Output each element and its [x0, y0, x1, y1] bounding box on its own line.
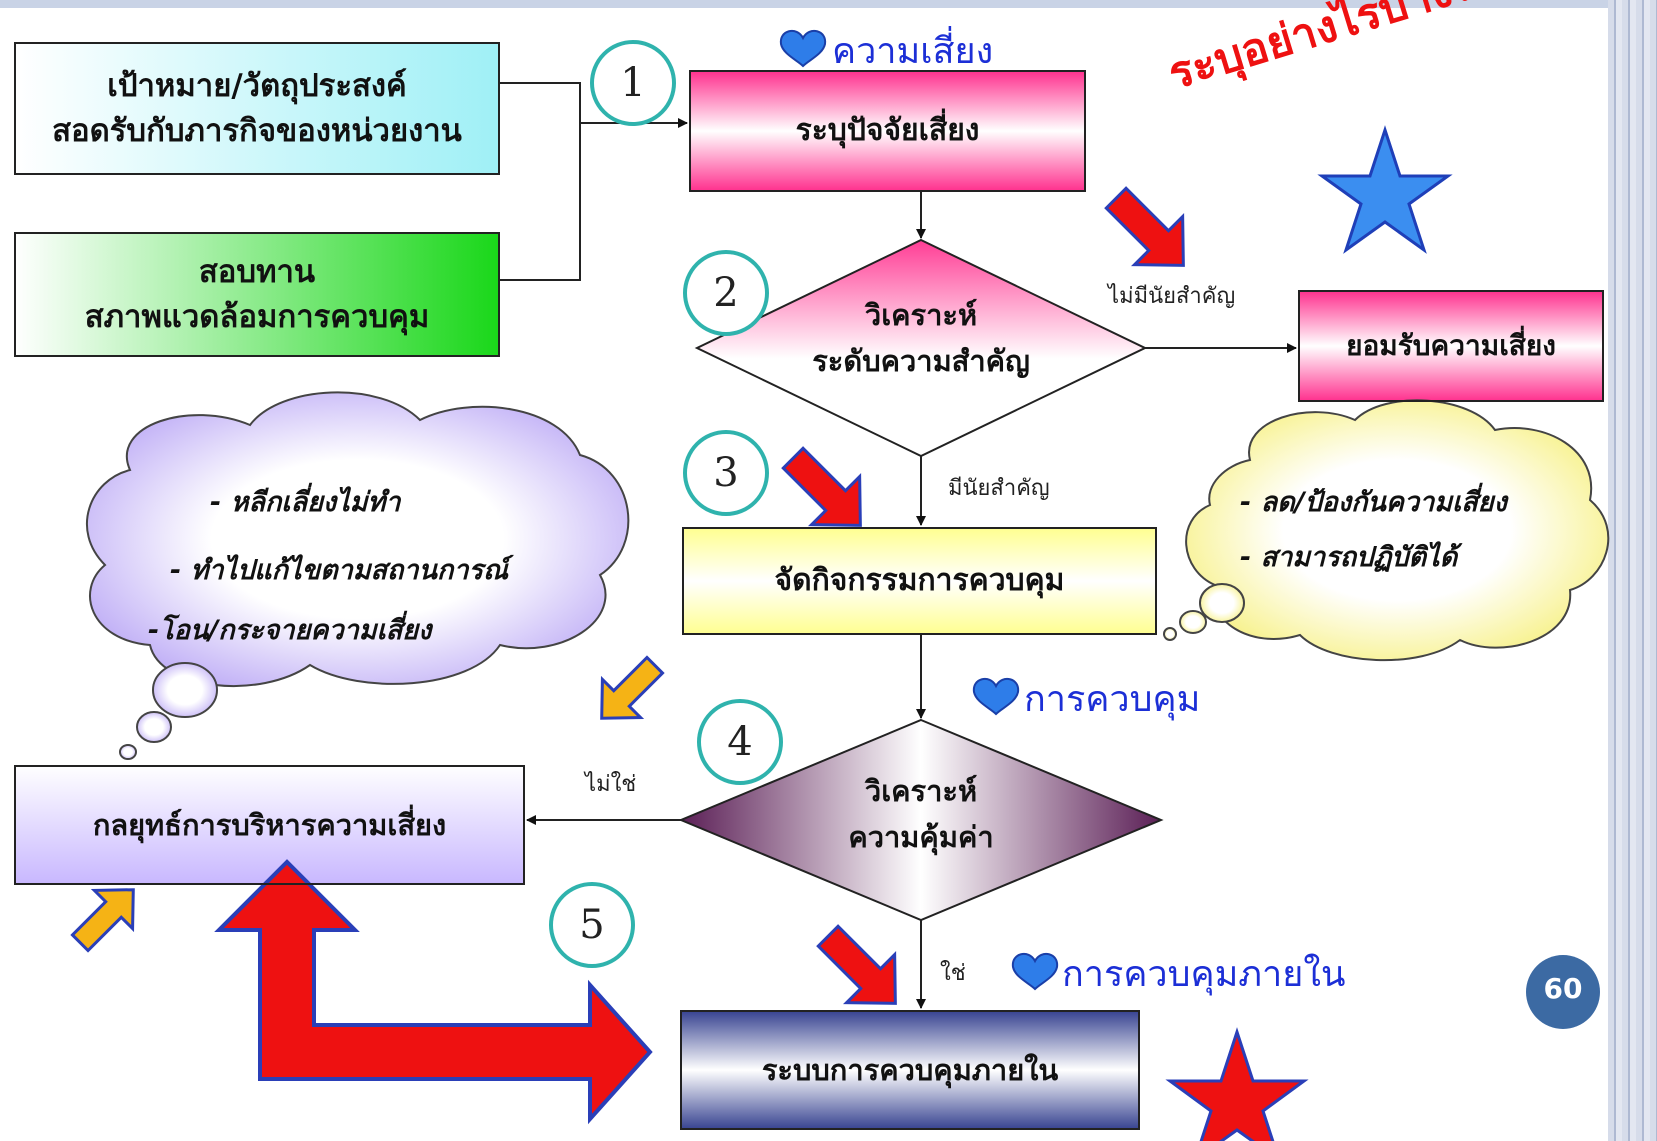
page-number-badge [1526, 955, 1600, 1029]
internal-control-label: ระบบการควบคุมภายใน [761, 1052, 1059, 1087]
significant-label: มีนัยสำคัญ [948, 476, 1050, 501]
value-line-2: ความคุ้มค่า [848, 820, 994, 855]
no-label: ไม่ใช่ [585, 772, 637, 797]
value-diamond-text: วิเคราะห์ ความคุ้มค่า [781, 768, 1061, 861]
heart-icon-risk [779, 29, 827, 68]
step-number-3: 3 [683, 430, 769, 516]
control-activity-box-fill [682, 527, 1157, 635]
review-box: สอบทาน สภาพแวดล้อมการควบคุม [14, 232, 500, 357]
analyze-line-1: วิเคราะห์ [864, 298, 978, 332]
control-activity-label: จัดกิจกรรมการควบคุม [774, 563, 1065, 599]
yellow-pointer-arrow-2 [70, 888, 135, 953]
step-number-1: 1 [590, 40, 676, 126]
red-pointer-arrow-2 [781, 446, 862, 527]
internal-control-box-fill [680, 1010, 1140, 1130]
heart-icon-control [972, 677, 1020, 716]
objective-line-1: เป้าหมาย/วัตถุประสงค์ [107, 67, 407, 104]
objective-line-2: สอดรับกับภารกิจของหน่วยงาน [52, 112, 462, 149]
cloud-left [86, 391, 630, 760]
objective-box-fill [14, 42, 500, 175]
review-box-fill [14, 232, 500, 357]
review-line-1: สอบทาน [198, 253, 316, 290]
cloud-left-item-3: -โอน/กระจายความเสี่ยง [148, 615, 432, 646]
slide-top-bar [0, 0, 1657, 8]
cloud-left-item-2: - ทำไปแก้ไขตามสถานการณ์ [170, 555, 509, 586]
accept-box-fill [1298, 290, 1604, 402]
red-pointer-arrow-3 [816, 924, 897, 1005]
strategy-label: กลยุทธ์การบริหารความเสี่ยง [92, 807, 447, 842]
cloud-right-item-2: - สามารถปฏิบัติได้ [1240, 542, 1458, 573]
not-significant-label: ไม่มีนัยสำคัญ [1108, 284, 1236, 309]
page-number: 60 [1543, 972, 1583, 1005]
cloud-right-item-1: - ลด/ป้องกันความเสี่ยง [1240, 487, 1507, 518]
red-pointer-arrow-1 [1104, 186, 1185, 267]
analyze-line-2: ระดับความสำคัญ [812, 344, 1030, 379]
identify-risk-label: ระบุปัจจัยเสี่ยง [795, 113, 980, 149]
cloud-right [1163, 399, 1610, 662]
big-red-double-arrow [214, 859, 653, 1125]
value-line-1: วิเคราะห์ [864, 774, 978, 808]
analyze-diamond-text: วิเคราะห์ ระดับความสำคัญ [781, 292, 1061, 385]
red-star-icon [1165, 1027, 1309, 1141]
strategy-box-fill [14, 765, 525, 885]
merge-connector [500, 82, 581, 281]
review-line-2: สภาพแวดล้อมการควบคุม [84, 298, 430, 335]
risk-annotation: ความเสี่ยง [832, 31, 994, 72]
step-number-5: 5 [549, 882, 635, 968]
internal-control-annotation: การควบคุมภายใน [1062, 954, 1346, 995]
identify-risk-box: ระบุปัจจัยเสี่ยง [689, 70, 1086, 192]
yellow-pointer-arrow-1 [600, 655, 665, 720]
internal-control-box: ระบบการควบคุมภายใน [680, 1010, 1140, 1130]
step-number-4: 4 [697, 699, 783, 785]
slide-side-bar [1608, 0, 1657, 1141]
identify-box-fill [689, 70, 1086, 192]
step-number-2: 2 [683, 250, 769, 336]
accept-risk-box: ยอมรับความเสี่ยง [1298, 290, 1604, 402]
strategy-box: กลยุทธ์การบริหารความเสี่ยง [14, 765, 525, 885]
accept-risk-label: ยอมรับความเสี่ยง [1346, 328, 1556, 362]
objective-box: เป้าหมาย/วัตถุประสงค์ สอดรับกับภารกิจของ… [14, 42, 500, 175]
control-annotation: การควบคุม [1024, 679, 1201, 720]
yes-label: ใช่ [940, 961, 966, 986]
heart-icon-internal-control [1011, 952, 1059, 991]
blue-star-icon [1317, 125, 1453, 254]
control-activity-box: จัดกิจกรรมการควบคุม [682, 527, 1157, 635]
cloud-left-item-1: - หลีกเลี่ยงไม่ทำ [210, 487, 401, 518]
